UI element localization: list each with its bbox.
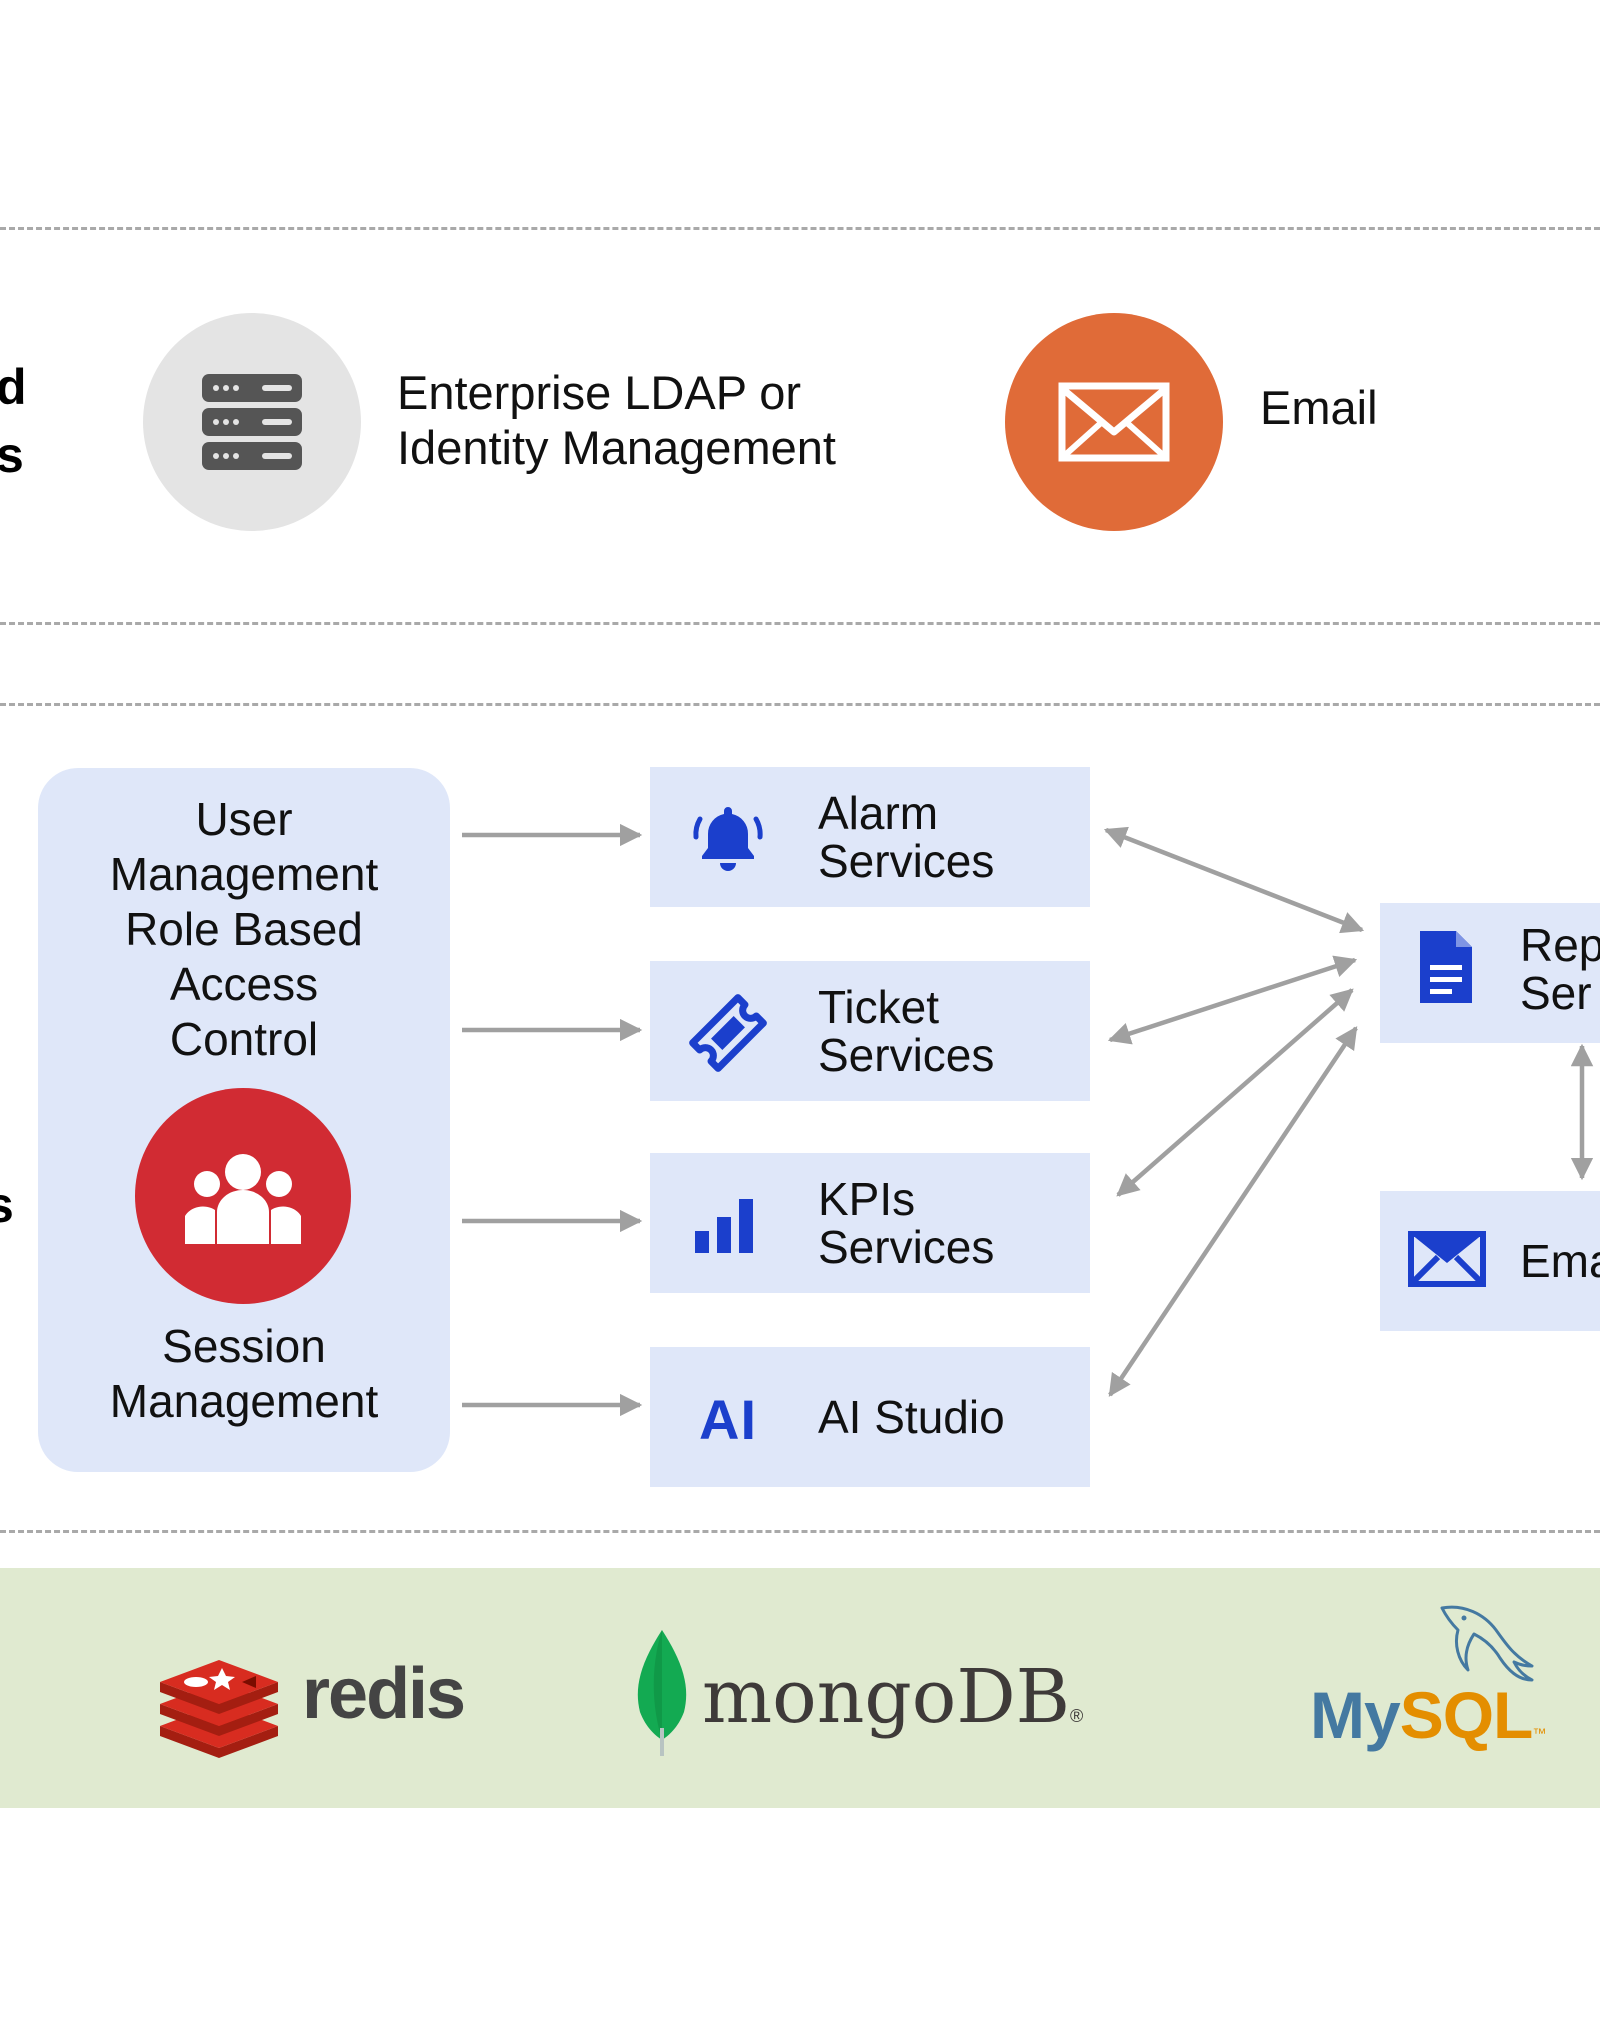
ticket-services-box: Ticket Services [650, 961, 1090, 1101]
auth-line-5: Control [169, 1013, 319, 1065]
session-line-1: Session [162, 1320, 326, 1372]
mysql-logo: MySQL™ [1308, 1600, 1548, 1760]
envelope-icon [1408, 1231, 1486, 1287]
email-service-label: Ema [1520, 1235, 1600, 1287]
ai-studio-box: AI AI Studio [650, 1347, 1090, 1487]
document-icon [1420, 931, 1472, 1003]
email-circle [1005, 313, 1223, 531]
mysql-dolphin-icon [1440, 1605, 1534, 1682]
ticket-icon [686, 991, 770, 1075]
ldap-server-circle [143, 313, 361, 531]
mongodb-wordmark-db: DB [956, 1654, 1071, 1740]
session-line-2: Management [109, 1375, 379, 1427]
redis-wordmark: redis [302, 1654, 466, 1734]
external-heading-fragment-2: s [0, 427, 24, 483]
ldap-label-line2: Identity Management [397, 421, 836, 474]
divider-services-top [0, 703, 1600, 706]
mongodb-registered: ® [1070, 1706, 1084, 1726]
alarm-services-label: Alarm Services [818, 787, 995, 887]
divider-top [0, 227, 1600, 230]
envelope-icon [1058, 382, 1170, 462]
auth-line-3: Role Based [125, 903, 363, 955]
auth-line-1: User [195, 793, 293, 845]
mysql-tm: ™ [1532, 1725, 1547, 1741]
kpis-services-box: KPIs Services [650, 1153, 1090, 1293]
kpis-services-label: KPIs Services [818, 1173, 995, 1273]
arrow-alarm-report [1103, 826, 1365, 934]
redis-logo: redis [156, 1648, 476, 1758]
mysql-wordmark-my: My [1310, 1678, 1401, 1752]
auth-line-2: Management [109, 848, 379, 900]
ticket-services-label: Ticket Services [818, 981, 995, 1081]
arrow-ai-report [1108, 1026, 1358, 1397]
divider-services-bottom [0, 1530, 1600, 1533]
ai-icon-text: AI [699, 1387, 757, 1451]
alarm-services-box: Alarm Services [650, 767, 1090, 907]
email-service-box: Ema [1380, 1191, 1600, 1331]
email-label: Email [1260, 381, 1378, 434]
arrow-ticket-report [1107, 955, 1358, 1045]
user-management-panel: User Management Role Based Access Contro… [38, 768, 450, 1472]
ldap-label-line1: Enterprise LDAP or [397, 366, 802, 419]
mysql-wordmark-sql: SQL [1399, 1678, 1534, 1752]
divider-external-bottom [0, 622, 1600, 625]
mongodb-wordmark: mongo [702, 1654, 957, 1740]
redis-icon [160, 1660, 278, 1758]
report-services-box: Rep Ser [1380, 903, 1600, 1043]
services-heading-fragment: s [0, 1180, 14, 1230]
session-group-circle [135, 1088, 351, 1304]
external-heading-fragment-1: d [0, 359, 27, 415]
report-services-label: Rep Ser [1520, 919, 1600, 1019]
auth-line-4: Access [169, 958, 319, 1010]
users-group-icon [185, 1154, 301, 1244]
bar-chart-icon [686, 1183, 770, 1267]
server-icon [202, 374, 302, 470]
mongodb-leaf-icon [637, 1630, 687, 1756]
ai-icon: AI [686, 1377, 770, 1461]
arrow-kpis-report [1116, 988, 1354, 1197]
mongodb-logo: mongoDB® [630, 1628, 1100, 1758]
bell-icon [686, 797, 770, 881]
ai-studio-label: AI Studio [818, 1391, 1005, 1443]
